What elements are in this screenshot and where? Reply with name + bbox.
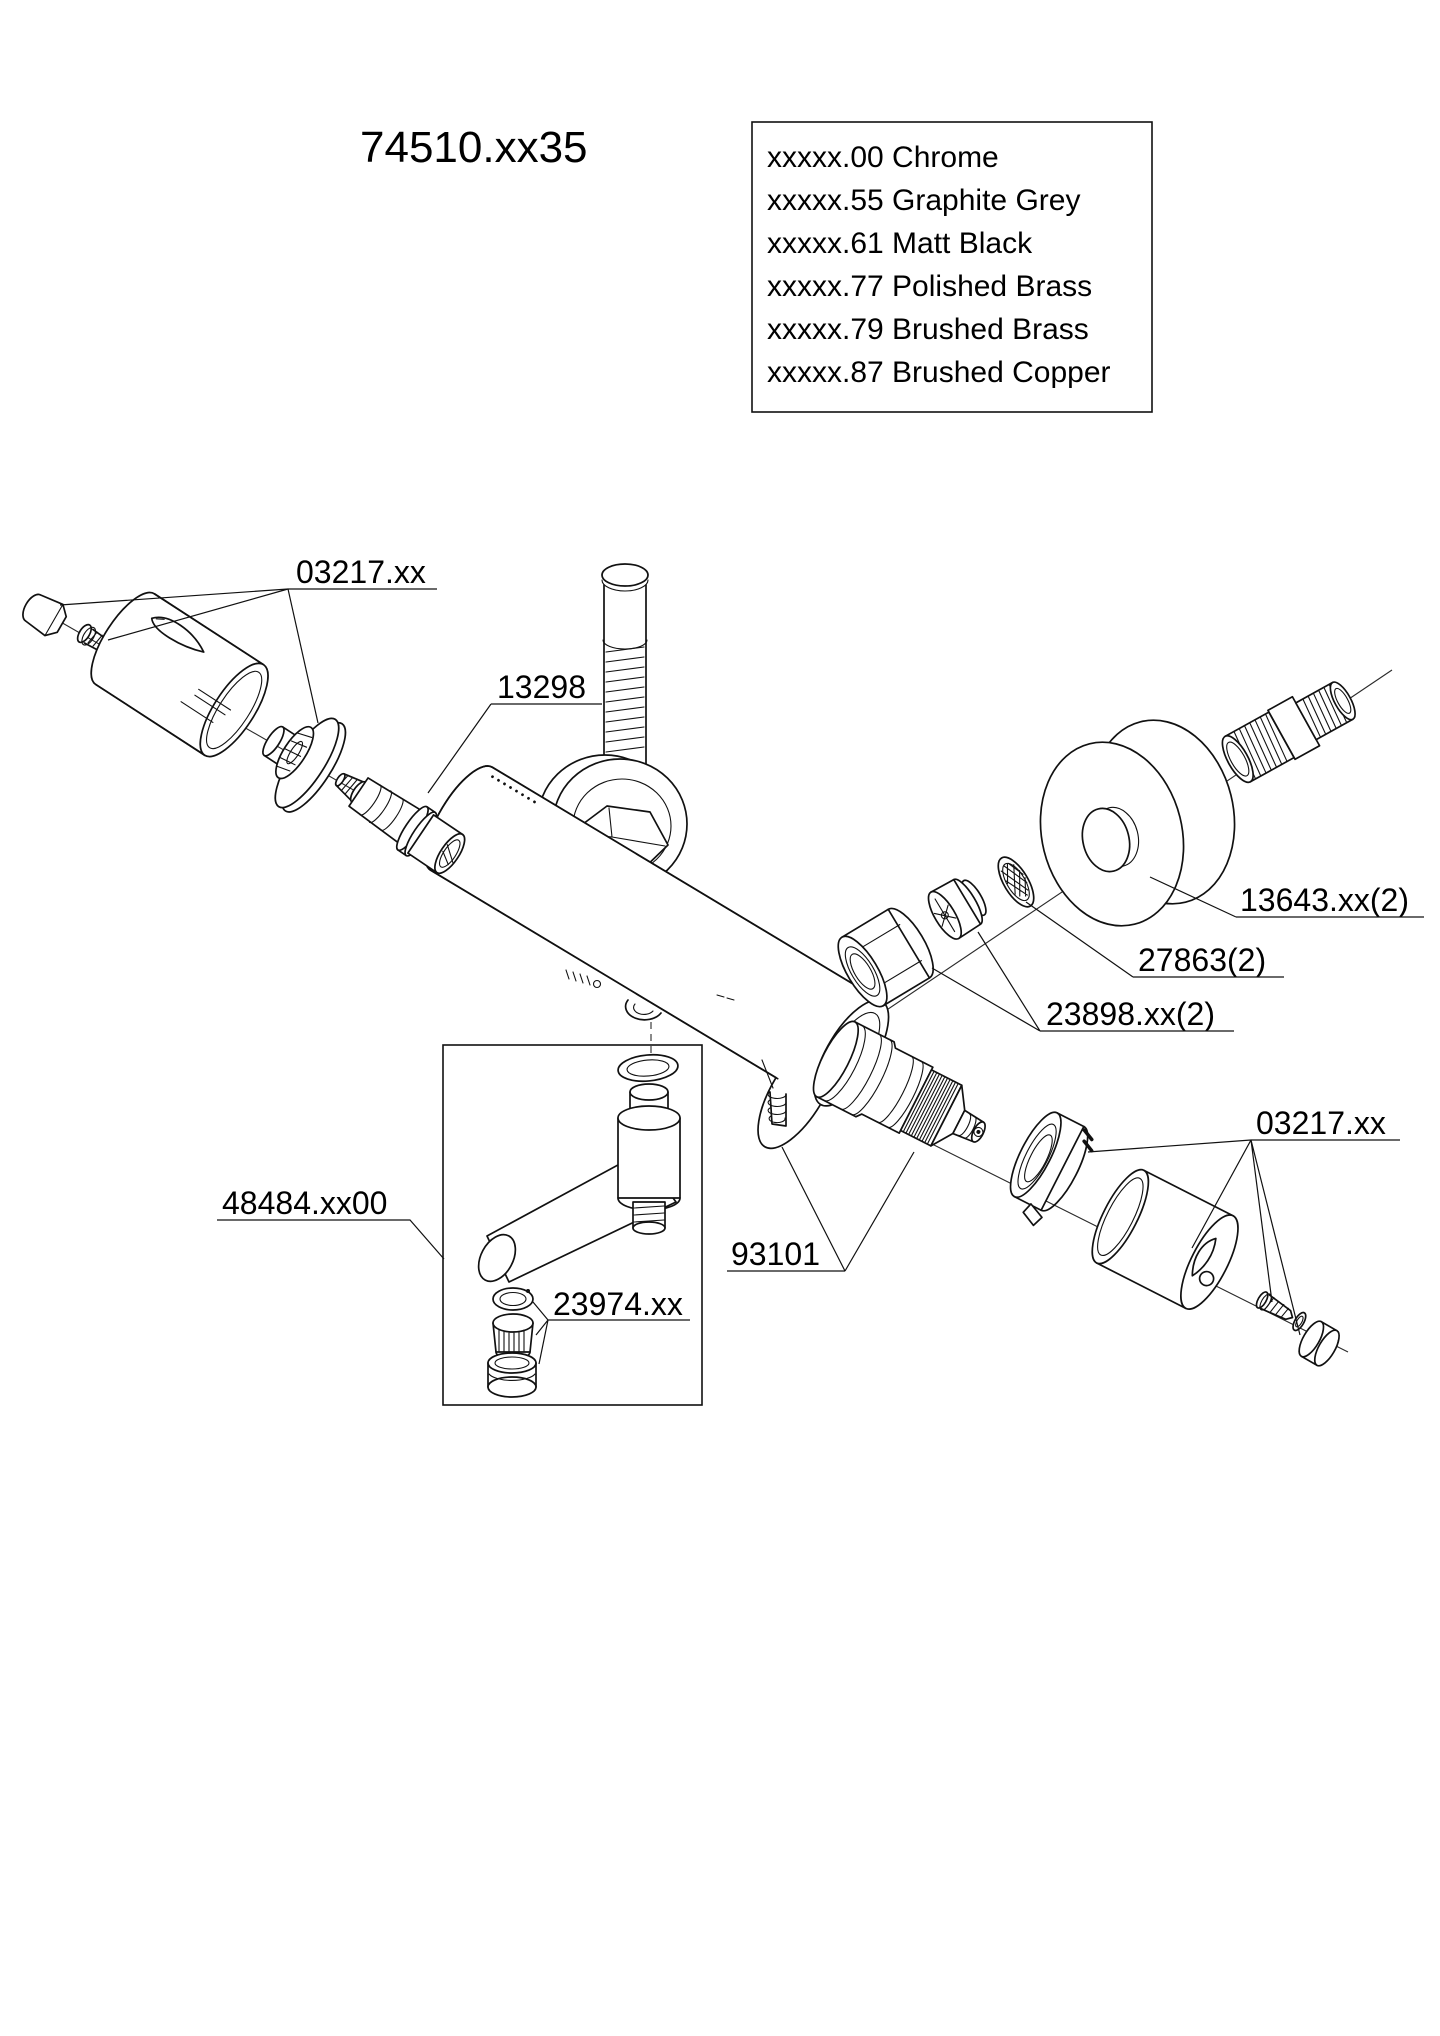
label-handle-kit-bottom: 03217.xx bbox=[1256, 1105, 1386, 1141]
union-nut-23898 bbox=[837, 907, 934, 1008]
finish-option-brushed-copper: xxxxx.87 Brushed Copper bbox=[767, 356, 1111, 389]
finish-legend-border bbox=[751, 121, 1153, 413]
set-screw-spring bbox=[761, 1059, 787, 1127]
label-ceramic-cartridge: 13298 bbox=[497, 669, 586, 705]
finish-legend: xxxxx.00 Chrome xxxxx.55 Graphite Grey x… bbox=[751, 121, 1153, 413]
label-aerator: 23974.xx bbox=[553, 1286, 683, 1322]
label-handle-kit-top: 03217.xx bbox=[296, 554, 426, 590]
wall-rosette-13643 bbox=[1039, 719, 1236, 927]
s-union-fitting bbox=[1221, 681, 1356, 784]
finish-option-matt-black: xxxxx.61 Matt Black bbox=[767, 227, 1033, 260]
handle-screw-bottom bbox=[1255, 1291, 1307, 1332]
aerator-parts bbox=[487, 1287, 537, 1398]
finish-option-graphite-grey: xxxxx.55 Graphite Grey bbox=[767, 184, 1080, 217]
finish-option-brushed-brass: xxxxx.79 Brushed Brass bbox=[767, 313, 1089, 346]
spout-connector bbox=[617, 1083, 681, 1235]
handle-flange-top bbox=[262, 717, 347, 813]
handle-cap-bottom bbox=[1298, 1320, 1340, 1367]
filter-gasket-27863 bbox=[997, 856, 1035, 908]
label-spout-assembly: 48484.xx00 bbox=[222, 1185, 387, 1221]
ceramic-cartridge-13298 bbox=[334, 772, 466, 875]
label-union-nut: 23898.xx(2) bbox=[1046, 996, 1215, 1032]
spout-outlet-boss bbox=[624, 999, 662, 1062]
handle-rosette-ring-bottom bbox=[1009, 1111, 1094, 1227]
handle-bottom bbox=[1091, 1168, 1239, 1310]
sheet-title: 74510.xx35 bbox=[360, 123, 588, 172]
finish-option-polished-brass: xxxxx.77 Polished Brass bbox=[767, 270, 1092, 303]
top-outlet-pipe bbox=[601, 563, 649, 771]
thermostat-cartridge-93101 bbox=[812, 1020, 986, 1147]
spout-assembly-box bbox=[442, 1044, 703, 1406]
label-filter-seal: 27863(2) bbox=[1138, 942, 1266, 978]
handle-top bbox=[90, 591, 269, 758]
part-labels: 03217.xx 13298 13643.xx(2) 27863(2) 2389… bbox=[59, 554, 1424, 1365]
label-wall-rosette: 13643.xx(2) bbox=[1240, 882, 1409, 918]
label-thermostat-cartridge: 93101 bbox=[731, 1236, 820, 1272]
check-valve-insert bbox=[927, 878, 987, 940]
body-brand-marks bbox=[565, 969, 735, 1001]
finish-option-chrome: xxxxx.00 Chrome bbox=[767, 141, 999, 174]
